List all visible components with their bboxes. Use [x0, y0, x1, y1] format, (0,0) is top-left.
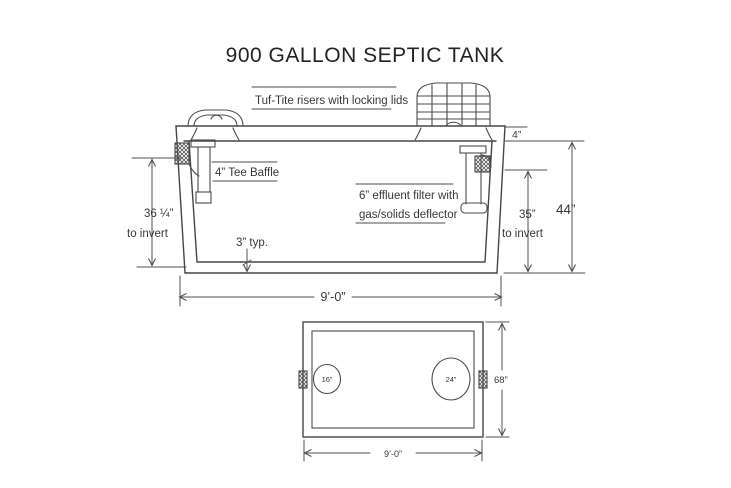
plan-length-dim-value: 9’-0” [384, 449, 402, 459]
effluent-filter-label-line2: gas/solids deflector [359, 209, 458, 221]
inlet-invert-dimension: 36 ¼” to invert [127, 157, 187, 268]
plan-outlet-opening [431, 357, 471, 401]
risers-callout: Tuf-Tite risers with locking lids [251, 86, 408, 110]
side-length-dimension: 9’-0” [178, 275, 503, 307]
plan-inlet-opening [312, 363, 342, 395]
outlet-pipe-hatch [474, 155, 491, 173]
effluent-filter-callout: 6” effluent filter with gas/solids defle… [355, 183, 459, 224]
outlet-riser-stack [416, 82, 491, 127]
outlet-invert-dim-caption: to invert [502, 228, 544, 240]
plan-width-dimension: 68” [485, 321, 510, 438]
inlet-pipe-hatch [174, 142, 190, 165]
side-view: Tuf-Tite risers with locking lids 4” Tee… [127, 82, 586, 307]
plan-outlet-pipe-hatch [478, 370, 488, 389]
inlet-riser-lid [187, 109, 244, 127]
plan-inlet-pipe-hatch [298, 370, 308, 389]
inlet-invert-dim-value: 36 ¼” [144, 208, 174, 220]
drawing-title: 900 GALLON SEPTIC TANK [226, 44, 505, 67]
outlet-invert-dim-value: 35” [519, 209, 536, 221]
slab-dim-value: 4” [512, 129, 522, 141]
side-length-dim-value: 9’-0” [320, 290, 345, 304]
plan-inner-wall [311, 330, 475, 429]
outlet-effluent-filter [459, 145, 492, 214]
plan-length-dimension: 9’-0” [303, 439, 483, 462]
height-dim-value: 44” [556, 202, 576, 217]
outlet-opening-dim-value: 24” [446, 375, 457, 384]
tee-baffle-callout: 4” Tee Baffle [211, 161, 279, 182]
plan-width-dim-value: 68” [494, 375, 508, 386]
effluent-filter-label-line1: 6” effluent filter with [359, 190, 459, 202]
inlet-tee-baffle [174, 139, 216, 204]
wall-thickness-callout: 3” typ. [236, 237, 268, 273]
plan-view: 16” 24” 68” 9’-0” [298, 321, 510, 462]
risers-label: Tuf-Tite risers with locking lids [255, 95, 408, 107]
inlet-invert-dim-caption: to invert [127, 228, 169, 240]
outlet-invert-dimension: 35” to invert [502, 169, 548, 273]
tee-baffle-label: 4” Tee Baffle [215, 167, 279, 179]
wall-typ-label: 3” typ. [236, 237, 268, 249]
inlet-opening-dim-value: 16” [322, 375, 333, 384]
height-dimension: 4” 44” [503, 126, 586, 274]
